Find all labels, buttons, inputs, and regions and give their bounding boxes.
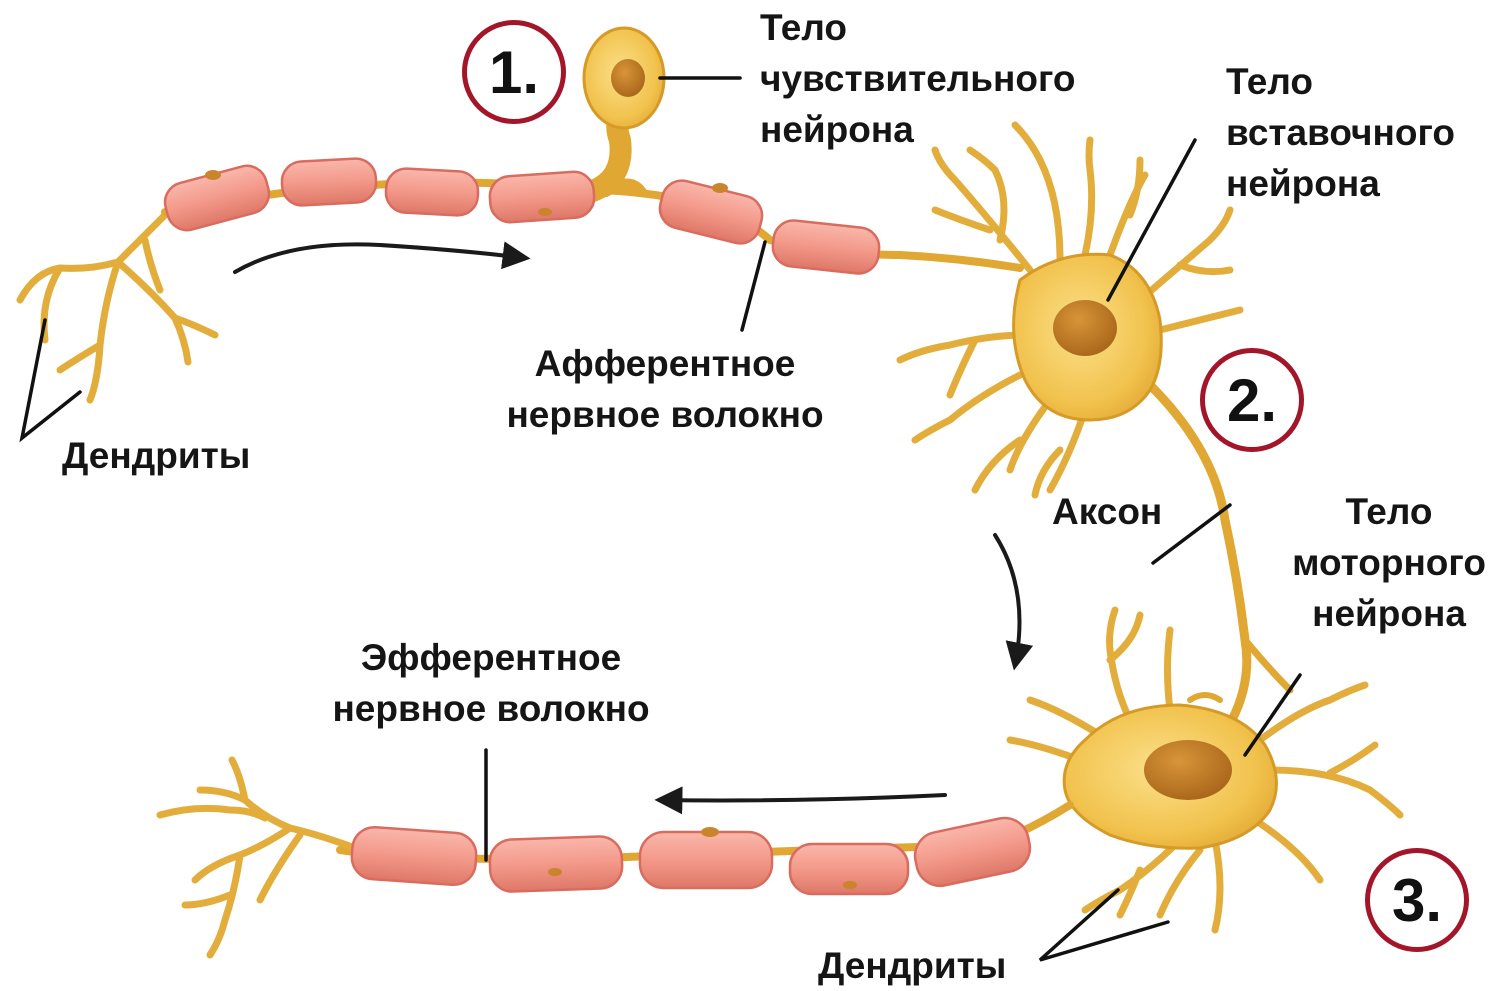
- label-efferent-line2: нервное волокно: [316, 683, 666, 734]
- label-afferent-line1: Афферентное: [490, 338, 840, 389]
- efferent-myelin: [350, 814, 1034, 894]
- sensory-dendrites: [20, 215, 215, 400]
- label-afferent-fiber: Афферентное нервное волокно: [490, 338, 840, 440]
- label-efferent-fiber: Эфферентное нервное волокно: [316, 632, 666, 734]
- leader-afferent: [742, 242, 765, 330]
- label-axon: Аксон: [1052, 486, 1162, 537]
- label-sensory-body-line2: чувствительного: [760, 53, 1076, 104]
- label-motor-body-line1: Тело: [1280, 486, 1498, 537]
- label-motor-body-line2: моторного: [1280, 537, 1498, 588]
- label-efferent-line1: Эфферентное: [316, 632, 666, 683]
- sensory-neuron-nucleus: [611, 59, 645, 97]
- badge-motor-neuron: 3.: [1365, 848, 1469, 952]
- label-dendrites-left: Дендриты: [62, 430, 250, 481]
- label-inter-body-line2: вставочного: [1226, 107, 1455, 158]
- label-afferent-line2: нервное волокно: [490, 389, 840, 440]
- label-sensory-body: Тело чувствительного нейрона: [760, 2, 1076, 155]
- flow-arrow-afferent: [235, 244, 525, 272]
- label-inter-body-line3: нейрона: [1226, 158, 1455, 209]
- badge-interneuron: 2.: [1200, 348, 1304, 452]
- label-inter-body-line1: Тело: [1226, 56, 1455, 107]
- label-motor-body-line3: нейрона: [1280, 588, 1498, 639]
- interneuron-nucleus: [1053, 300, 1117, 356]
- badge-sensory-neuron: 1.: [462, 20, 566, 124]
- flow-arrow-efferent: [660, 795, 945, 800]
- flow-arrow-axon: [995, 535, 1020, 665]
- efferent-terminals: [160, 760, 355, 955]
- label-dendrites-bottom: Дендриты: [818, 940, 1006, 991]
- motor-neuron-nucleus: [1144, 740, 1232, 800]
- label-sensory-body-line1: Тело: [760, 2, 1076, 53]
- leader-dendrites-left: [22, 320, 80, 438]
- label-sensory-body-line3: нейрона: [760, 104, 1076, 155]
- leader-axon: [1153, 505, 1230, 563]
- label-inter-body: Тело вставочного нейрона: [1226, 56, 1455, 209]
- leader-dendrites-bottom: [1040, 890, 1168, 960]
- label-motor-body: Тело моторного нейрона: [1280, 486, 1498, 639]
